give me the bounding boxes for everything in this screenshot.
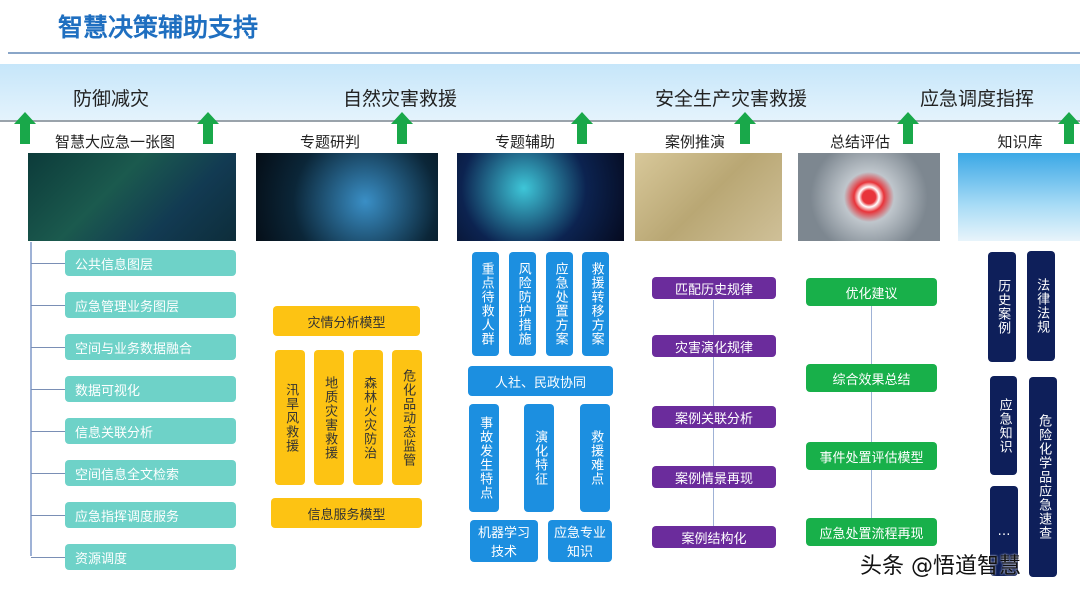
case-step[interactable]: 案例结构化 (652, 526, 776, 548)
case-step[interactable]: 案例关联分析 (652, 406, 776, 428)
case-map-image (635, 153, 782, 241)
knowledge-item-more[interactable]: … (990, 486, 1018, 576)
assist-item[interactable]: 重点待救人群 (472, 252, 499, 356)
case-step[interactable]: 案例情景再现 (652, 466, 776, 488)
up-arrow-icon (571, 112, 593, 144)
knowledge-item[interactable]: 法律法规 (1027, 251, 1055, 361)
category-defense: 防御减灾 (73, 88, 150, 110)
evaluation-step[interactable]: 优化建议 (806, 278, 937, 306)
column-header-map: 智慧大应急一张图 (54, 133, 175, 151)
layer-item[interactable]: 空间信息全文检索 (65, 460, 236, 486)
tree-connector (31, 263, 65, 264)
tree-connector (31, 431, 65, 432)
tree-line (30, 242, 32, 556)
layer-item[interactable]: 信息关联分析 (65, 418, 236, 444)
evaluation-step[interactable]: 综合效果总结 (806, 364, 937, 392)
evaluation-step[interactable]: 事件处置评估模型 (806, 442, 937, 470)
model-item[interactable]: 森林火灾防治 (353, 350, 383, 485)
knowledge-item[interactable]: 历史案例 (988, 252, 1016, 362)
evaluation-image (798, 153, 940, 241)
category-band (0, 64, 1080, 122)
up-arrow-icon (391, 112, 413, 144)
info-service-model[interactable]: 信息服务模型 (271, 498, 422, 528)
layer-item[interactable]: 应急指挥调度服务 (65, 502, 236, 528)
map-dashboard-image (28, 153, 236, 241)
tree-connector (31, 557, 65, 558)
case-step[interactable]: 匹配历史规律 (652, 277, 776, 299)
column-header-knowledge: 知识库 (997, 133, 1043, 151)
column-header-assist: 专题辅助 (494, 133, 555, 151)
disaster-analysis-model[interactable]: 灾情分析模型 (273, 306, 420, 336)
up-arrow-icon (1058, 112, 1080, 144)
layer-item[interactable]: 空间与业务数据融合 (65, 334, 236, 360)
model-item[interactable]: 汛旱风救援 (275, 350, 305, 485)
evaluation-step[interactable]: 应急处置流程再现 (806, 518, 937, 546)
analysis-image (256, 153, 438, 241)
layer-item[interactable]: 资源调度 (65, 544, 236, 570)
tree-connector (31, 305, 65, 306)
up-arrow-icon (897, 112, 919, 144)
knowledge-item[interactable]: 应急知识 (990, 376, 1017, 475)
assist-item[interactable]: 风险防护措施 (509, 252, 536, 356)
model-item[interactable]: 危化品动态监管 (392, 350, 422, 485)
assist-image (457, 153, 624, 241)
page-title: 智慧决策辅助支持 (58, 13, 259, 42)
knowledge-item[interactable]: 危险化学品应急速查 (1029, 377, 1057, 577)
assist-item[interactable]: 演化特征 (524, 404, 554, 512)
column-header-case: 案例推演 (664, 133, 725, 151)
flow-line (871, 306, 872, 518)
tree-connector (31, 473, 65, 474)
model-item[interactable]: 地质灾害救援 (314, 350, 344, 485)
watermark: 头条 @悟道智慧 (860, 554, 1021, 579)
layer-item[interactable]: 数据可视化 (65, 376, 236, 402)
title-divider (8, 52, 1080, 54)
case-step[interactable]: 灾害演化规律 (652, 335, 776, 357)
tree-connector (31, 389, 65, 390)
layer-item[interactable]: 公共信息图层 (65, 250, 236, 276)
column-header-evaluation: 总结评估 (829, 133, 890, 151)
category-dispatch: 应急调度指挥 (920, 88, 1035, 110)
assist-item[interactable]: 应急处置方案 (546, 252, 573, 356)
social-civil-coordination[interactable]: 人社、民政协同 (468, 366, 613, 396)
knowledge-image (958, 153, 1080, 241)
assist-item[interactable]: 事故发生特点 (469, 404, 499, 512)
assist-item[interactable]: 救援难点 (580, 404, 610, 512)
assist-item[interactable]: 应急专业知识 (548, 520, 612, 562)
tree-connector (31, 347, 65, 348)
layer-item[interactable]: 应急管理业务图层 (65, 292, 236, 318)
tree-connector (31, 515, 65, 516)
up-arrow-icon (734, 112, 756, 144)
up-arrow-icon (197, 112, 219, 144)
category-safety-production: 安全生产灾害救援 (655, 88, 808, 110)
assist-item[interactable]: 救援转移方案 (582, 252, 609, 356)
column-header-analysis: 专题研判 (299, 133, 360, 151)
assist-item[interactable]: 机器学习技术 (470, 520, 538, 562)
category-natural-disaster: 自然灾害救援 (343, 88, 458, 110)
up-arrow-icon (14, 112, 36, 144)
